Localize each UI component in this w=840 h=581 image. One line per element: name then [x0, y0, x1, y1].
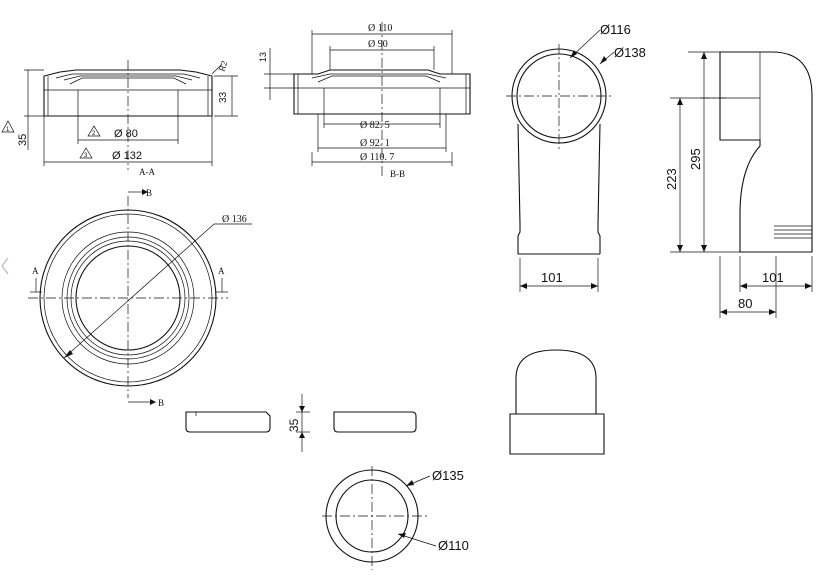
- section-aa-dim-33: 33: [218, 91, 229, 103]
- cap-dome: [515, 349, 597, 414]
- plan-view: A A B B Ø 136: [1, 188, 252, 408]
- ring-side-right: [333, 411, 417, 433]
- cap-base: [509, 413, 605, 455]
- section-bb: Ø 110 Ø 90 13 Ø 82. 5 Ø 92. 1 Ø 110. 7 B…: [258, 22, 471, 179]
- plan-cut-a-right: A: [218, 266, 225, 276]
- ring-plan-dim-135: Ø135: [432, 468, 464, 483]
- elbow-front-view: Ø116 Ø138 101: [506, 22, 646, 292]
- section-bb-dim-110: Ø 110: [368, 23, 392, 34]
- elbow-side-dim-101: 101: [762, 270, 784, 285]
- elbow-front-body: [517, 123, 601, 255]
- section-bb-dim-82-5: Ø 82. 5: [360, 120, 390, 131]
- section-aa-dim-132: Ø 132: [112, 150, 142, 162]
- left-edge-mark: [1, 257, 9, 275]
- plan-dim-136: Ø 136: [222, 214, 247, 225]
- elbow-side-body: [719, 51, 813, 253]
- cap-view: [509, 349, 605, 455]
- plan-cut-b-bottom: B: [158, 398, 164, 408]
- marker-2-triangle: [87, 125, 101, 137]
- elbow-side-dim-80: 80: [738, 296, 752, 311]
- marker-3-number: 3: [84, 153, 88, 159]
- section-aa: 33 35 R2 Ø 80 2 Ø 132 3 1 A-A: [1, 59, 238, 177]
- section-aa-dim-35: 35: [17, 134, 29, 146]
- ring-side-left: [185, 411, 271, 433]
- elbow-front-dim-116: Ø116: [600, 22, 631, 37]
- section-bb-dim-92-1: Ø 92. 1: [360, 138, 390, 149]
- ring-plan-dim-110: Ø110: [438, 538, 469, 553]
- marker-1-number: 1: [6, 127, 10, 133]
- plan-cut-a-left: A: [32, 266, 39, 276]
- marker-2-number: 2: [92, 131, 96, 137]
- elbow-front-dim-138: Ø138: [614, 45, 646, 60]
- section-bb-dim-90: Ø 90: [368, 39, 388, 50]
- section-bb-dim-110-7: Ø 110. 7: [360, 152, 394, 163]
- section-aa-outline: [43, 69, 213, 117]
- section-aa-dim-80: Ø 80: [114, 128, 138, 140]
- plan-cut-b-top: B: [146, 188, 152, 198]
- section-aa-dim-r2: R2: [216, 59, 229, 72]
- section-aa-label: A-A: [139, 167, 155, 177]
- elbow-side-view: 295 223 101 80: [664, 51, 813, 318]
- section-bb-outline: [293, 69, 471, 115]
- ring-side-dim-35: 35: [287, 418, 301, 432]
- elbow-front-dim-101: 101: [541, 270, 563, 285]
- marker-1-triangle: [1, 120, 15, 133]
- section-bb-dim-13: 13: [258, 52, 268, 62]
- elbow-side-dim-223: 223: [664, 168, 679, 190]
- section-bb-label: B-B: [390, 169, 405, 179]
- section-bb-inner-groove: [311, 73, 447, 83]
- marker-3-triangle: [79, 147, 93, 159]
- ring-plan-view: Ø135 Ø110: [322, 466, 469, 570]
- ring-side-view: 35: [185, 394, 417, 452]
- elbow-side-dim-295: 295: [688, 148, 703, 170]
